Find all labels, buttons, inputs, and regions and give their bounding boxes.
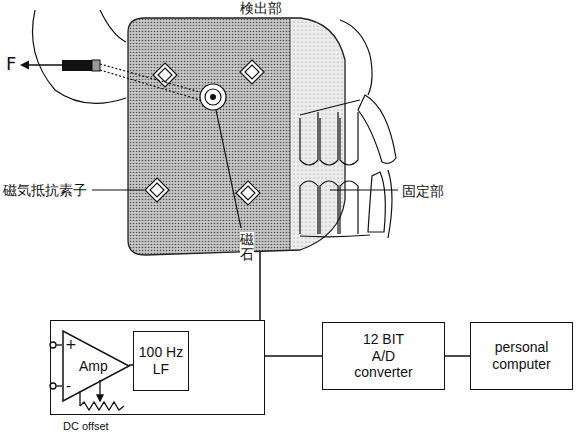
magnetoresistor-inner	[158, 68, 172, 82]
lowpass-filter-box: 100 Hz LF	[133, 331, 189, 391]
incisor-tooth	[368, 172, 385, 232]
part-label: 磁気抵抗素子	[3, 182, 87, 198]
tongue-outline	[33, 10, 127, 103]
magnet-core	[210, 94, 216, 100]
magnetoresistor-inner	[150, 183, 164, 197]
node-text: 検出部	[240, 0, 282, 16]
lower-tooth	[340, 181, 358, 234]
illustration-part	[20, 0, 398, 260]
magnetoresistor-diamond	[236, 181, 260, 205]
pin-sign: -	[66, 378, 71, 394]
bar-magnet	[62, 60, 92, 71]
pin-sign: +	[65, 336, 77, 352]
part-label: 固定部	[402, 183, 444, 199]
offset-wire	[79, 391, 80, 406]
wiper-arrowhead	[97, 395, 103, 401]
gum-line	[300, 100, 360, 115]
input-wire	[56, 385, 62, 386]
projection-line	[100, 64, 200, 92]
incisor-tooth	[358, 95, 396, 163]
leader-line	[92, 189, 144, 190]
node-text: 100 Hz LF	[137, 344, 185, 378]
input-wire	[56, 344, 62, 345]
signal-conditioner-box: DC offsetAmp100 Hz LF	[50, 320, 265, 415]
magnet-ring	[205, 89, 221, 105]
part-label: 磁石	[240, 232, 254, 263]
computer-box: personal computer	[470, 322, 573, 390]
lip-outline	[388, 170, 392, 238]
mouth-illustration	[125, 0, 345, 251]
signal-wire	[445, 355, 470, 357]
node-text: 12 BIT A/D converter	[352, 331, 416, 381]
fixed-area	[290, 0, 350, 260]
node-text: personal computer	[476, 339, 568, 373]
leader-line	[216, 110, 241, 228]
magnetoresistor-diamond	[145, 178, 169, 202]
gum-line	[300, 235, 370, 237]
magnetoresistor-diamond	[153, 63, 177, 87]
plate-outline	[128, 18, 345, 255]
magnetoresistor-diamond	[240, 60, 264, 84]
bar-magnet-end	[92, 60, 100, 71]
detector-area	[120, 0, 290, 260]
plate-divider	[290, 18, 291, 251]
force-arrow	[27, 64, 62, 66]
amplifier-triangle-outline	[63, 331, 129, 401]
upper-tooth	[340, 112, 358, 165]
resistor-symbol	[80, 402, 124, 410]
adc-box: 12 BIT A/D converter	[322, 322, 445, 390]
lower-tooth	[300, 181, 318, 234]
magnet-ring	[200, 84, 226, 110]
node-text: Amp	[79, 358, 108, 374]
magnetoresistor-inner	[245, 65, 259, 79]
force-label: F	[6, 56, 16, 72]
upper-tooth	[320, 112, 338, 165]
lower-tooth	[320, 181, 338, 234]
illustration-part	[120, 0, 350, 260]
lip-outline	[340, 20, 372, 95]
node-text: DC offset	[63, 420, 109, 433]
tongue-outline	[100, 10, 126, 42]
leader-line	[330, 189, 398, 190]
magnetoresistor-inner	[241, 186, 255, 200]
projection-line	[100, 70, 200, 100]
detection-plate: 検出部	[125, 0, 345, 251]
upper-tooth	[300, 112, 318, 165]
force-arrowhead	[20, 61, 29, 70]
signal-wire	[259, 251, 261, 320]
signal-wire	[265, 355, 322, 357]
illustration-part	[50, 342, 124, 410]
